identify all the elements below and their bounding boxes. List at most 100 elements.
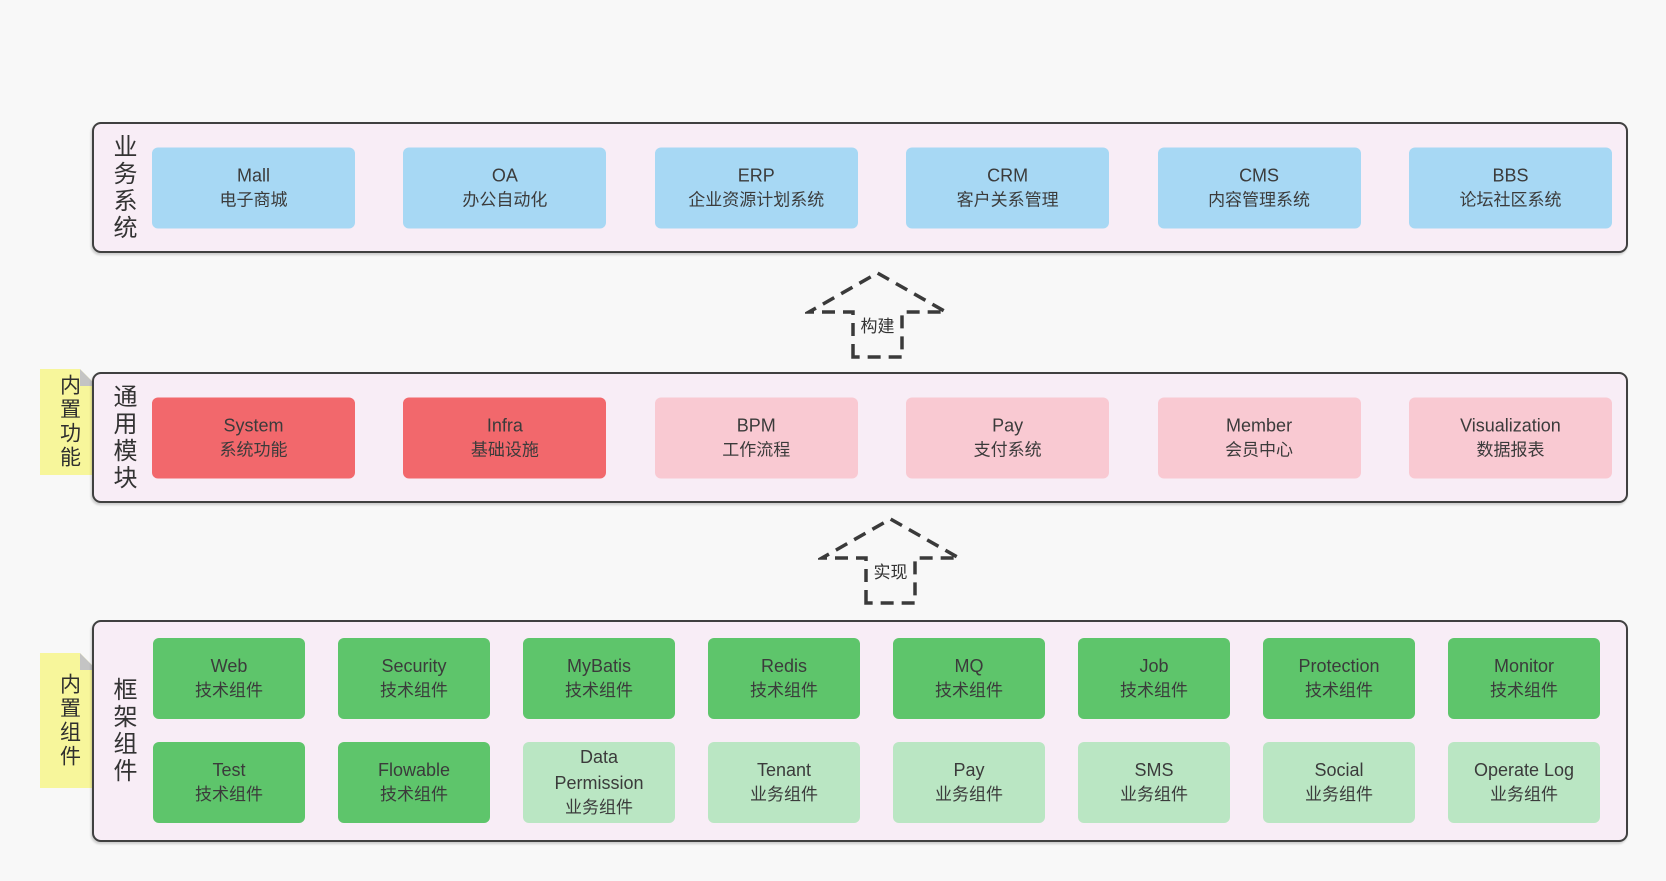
box-redis: Redis 技术组件 — [708, 638, 860, 719]
box-title: Redis — [760, 656, 808, 677]
box-subtitle: 技术组件 — [195, 785, 263, 805]
box-title: OA — [491, 165, 518, 186]
box-pay: Pay 支付系统 — [906, 397, 1110, 478]
panel-common-modules: 通用模块 System 系统功能 Infra 基础设施 BPM 工作流程 Pay… — [92, 372, 1628, 503]
box-subtitle: 业务组件 — [1120, 785, 1188, 805]
box-title: MQ — [954, 656, 984, 677]
box-tenant: Tenant 业务组件 — [708, 742, 860, 823]
box-sms: SMS 业务组件 — [1078, 742, 1230, 823]
box-pay-business: Pay 业务组件 — [893, 742, 1045, 823]
box-subtitle: 系统功能 — [219, 440, 288, 460]
box-title: Security — [381, 656, 447, 677]
box-subtitle: 业务组件 — [750, 785, 818, 805]
sticky-note-label: 内置组件 — [57, 672, 81, 769]
box-protection: Protection 技术组件 — [1263, 638, 1415, 719]
box-title: Operate Log — [1473, 760, 1575, 781]
box-title: Pay — [953, 760, 985, 781]
panel-label-common-modules: 通用模块 — [109, 383, 136, 492]
box-title: Monitor — [1493, 656, 1555, 677]
box-subtitle: 会员中心 — [1225, 440, 1294, 460]
panel-framework-components: 框架组件 Web 技术组件 Security 技术组件 MyBatis 技术组件… — [92, 620, 1628, 842]
box-subtitle: 业务组件 — [1490, 785, 1558, 805]
dashed-up-arrow-icon — [818, 516, 963, 605]
box-title: Visualization — [1460, 415, 1561, 436]
box-subtitle: 工作流程 — [722, 440, 791, 460]
box-title: BPM — [736, 415, 776, 436]
box-crm: CRM 客户关系管理 — [906, 147, 1110, 228]
box-bbs: BBS 论坛社区系统 — [1408, 147, 1612, 228]
box-oa: OA 办公自动化 — [403, 147, 607, 228]
box-subtitle: 技术组件 — [935, 681, 1003, 701]
box-mybatis: MyBatis 技术组件 — [523, 638, 675, 719]
panel-label-framework-components: 框架组件 — [109, 677, 136, 785]
box-title: Job — [1139, 656, 1169, 677]
box-title: ERP — [737, 165, 775, 186]
box-subtitle: 基础设施 — [470, 440, 539, 460]
box-mall: Mall 电子商城 — [152, 147, 355, 228]
box-title: Test — [212, 760, 246, 781]
box-title: Social — [1314, 760, 1364, 781]
box-subtitle: 技术组件 — [380, 785, 448, 805]
sticky-note-built-in-features: 内置功能 — [40, 369, 97, 475]
box-subtitle: 内容管理系统 — [1208, 190, 1311, 210]
box-subtitle: 业务组件 — [1305, 785, 1373, 805]
box-flowable: Flowable 技术组件 — [338, 742, 490, 823]
sticky-note-built-in-components: 内置组件 — [40, 653, 97, 788]
box-subtitle: 企业资源计划系统 — [688, 190, 825, 210]
box-title: SMS — [1134, 760, 1174, 781]
panel-label-business-systems: 业务系统 — [109, 133, 136, 242]
box-data-permission: Data Permission 业务组件 — [523, 742, 675, 823]
box-member: Member 会员中心 — [1157, 397, 1361, 478]
box-title: Flowable — [377, 760, 451, 781]
dashed-up-arrow-icon — [805, 270, 950, 359]
arrow-build: 构建 — [805, 270, 950, 360]
box-subtitle: 办公自动化 — [462, 190, 548, 210]
box-title: Mall — [236, 165, 270, 186]
box-erp: ERP 企业资源计划系统 — [654, 147, 858, 228]
box-title: Pay — [992, 415, 1024, 436]
box-title: Infra — [486, 415, 523, 436]
box-subtitle: 客户关系管理 — [956, 190, 1059, 210]
box-subtitle: 论坛社区系统 — [1459, 190, 1562, 210]
box-title: Member — [1226, 415, 1293, 436]
box-title: Web — [210, 656, 248, 677]
box-subtitle: 技术组件 — [1490, 681, 1558, 701]
box-job: Job 技术组件 — [1078, 638, 1230, 719]
box-security: Security 技术组件 — [338, 638, 490, 719]
box-bpm: BPM 工作流程 — [654, 397, 858, 478]
box-subtitle: 支付系统 — [973, 440, 1042, 460]
arrow-implement: 实现 — [818, 516, 963, 606]
box-title: CRM — [987, 165, 1029, 186]
box-visualization: Visualization 数据报表 — [1408, 397, 1612, 478]
box-title: CMS — [1239, 165, 1280, 186]
arrow-label-implement: 实现 — [870, 557, 911, 584]
box-title: Tenant — [756, 760, 812, 781]
box-subtitle: 技术组件 — [750, 681, 818, 701]
box-subtitle: 技术组件 — [1305, 681, 1373, 701]
box-monitor: Monitor 技术组件 — [1448, 638, 1600, 719]
box-test: Test 技术组件 — [153, 742, 305, 823]
box-operate-log: Operate Log 业务组件 — [1448, 742, 1600, 823]
box-subtitle: 数据报表 — [1476, 440, 1545, 460]
box-subtitle: 业务组件 — [935, 785, 1003, 805]
box-title: MyBatis — [566, 656, 631, 677]
panel-business-systems: 业务系统 Mall 电子商城 OA 办公自动化 ERP 企业资源计划系统 CRM… — [92, 122, 1628, 253]
sticky-note-label: 内置功能 — [57, 374, 81, 470]
arrow-label-build: 构建 — [857, 311, 898, 338]
box-cms: CMS 内容管理系统 — [1157, 147, 1361, 228]
box-subtitle: 业务组件 — [565, 798, 633, 818]
box-mq: MQ 技术组件 — [893, 638, 1045, 719]
box-infra: Infra 基础设施 — [403, 397, 607, 478]
box-system: System 系统功能 — [152, 397, 355, 478]
box-subtitle: 技术组件 — [565, 681, 633, 701]
box-title: Data Permission — [554, 747, 644, 794]
box-social: Social 业务组件 — [1263, 742, 1415, 823]
box-title: Protection — [1298, 656, 1380, 677]
box-subtitle: 技术组件 — [195, 681, 263, 701]
box-subtitle: 技术组件 — [380, 681, 448, 701]
box-subtitle: 电子商城 — [219, 190, 288, 210]
box-title: BBS — [1492, 165, 1529, 186]
box-web: Web 技术组件 — [153, 638, 305, 719]
box-title: System — [223, 415, 284, 436]
